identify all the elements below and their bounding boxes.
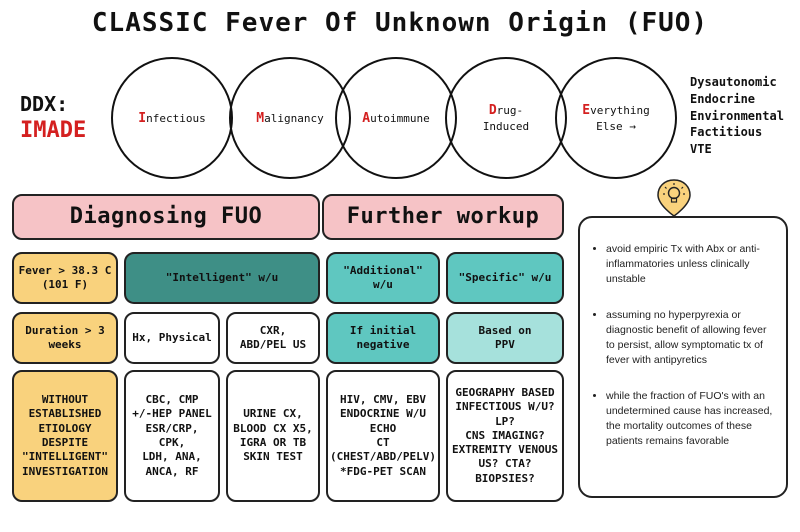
additional-trigger: If initial negative [326,312,440,364]
list-item: Environmental [690,108,784,123]
everything-else-list: Dysautonomic Endocrine Environmental Fac… [690,74,784,158]
list-item: Dysautonomic [690,75,777,89]
circle-malignancy [229,57,351,179]
intelligent-labs-blood: CBC, CMP +/-HEP PANEL ESR/CRP, CPK, LDH,… [124,370,220,502]
header-diagnosing-fuo: Diagnosing FUO [12,194,320,240]
intelligent-hx-physical: Hx, Physical [124,312,220,364]
note-item: avoid empiric Tx with Abx or anti-inflam… [606,242,778,288]
list-item: Endocrine [690,91,756,106]
header-further-workup: Further workup [322,194,564,240]
notes-list: avoid empiric Tx with Abx or anti-inflam… [580,242,786,449]
list-item: VTE [690,142,712,157]
circle-label-malignancy: Malignancy [256,111,324,126]
specific-tests: GEOGRAPHY BASED INFECTIOUS W/U? LP? CNS … [446,370,564,502]
circle-infectious [111,57,233,179]
criterion-without-etiology: WITHOUT ESTABLISHED ETIOLOGY DESPITE "IN… [12,370,118,502]
ddx-label: DDX: [20,92,69,116]
page-title: CLASSIC Fever Of Unknown Origin (FUO) [91,8,709,38]
note-item: while the fraction of FUO's with an unde… [606,389,778,450]
criterion-duration: Duration > 3 weeks [12,312,118,364]
ddx-acronym: IMADE [20,118,87,143]
ddx-label-group: DDX: IMADE [20,92,86,145]
notes-panel: avoid empiric Tx with Abx or anti-inflam… [578,216,788,498]
specific-trigger: Based on PPV [446,312,564,364]
circle-everything-else [555,57,677,179]
circle-label-drug-induced: Drug- Induced [482,103,530,133]
intelligent-imaging: CXR, ABD/PEL US [226,312,320,364]
circle-label-everything-else: Everything Else → [582,103,650,133]
additional-tests: HIV, CMV, EBV ENDOCRINE W/U ECHO CT (CHE… [326,370,440,502]
criterion-fever: Fever > 38.3 C (101 F) [12,252,118,304]
circle-autoimmune [335,57,457,179]
specific-workup-header: "Specific" w/u [446,252,564,304]
intelligent-labs-cultures: URINE CX, BLOOD CX X5, IGRA OR TB SKIN T… [226,370,320,502]
intelligent-workup-header: "Intelligent" w/u [124,252,320,304]
circle-label-autoimmune: Autoimmune [362,111,430,126]
circle-label-infectious: Infectious [138,111,206,126]
list-item: Factitious [690,125,763,140]
lightbulb-icon [657,179,691,217]
circle-drug-induced [445,57,567,179]
note-item: assuming no hyperpyrexia or diagnostic b… [606,308,778,369]
additional-workup-header: "Additional" w/u [326,252,440,304]
